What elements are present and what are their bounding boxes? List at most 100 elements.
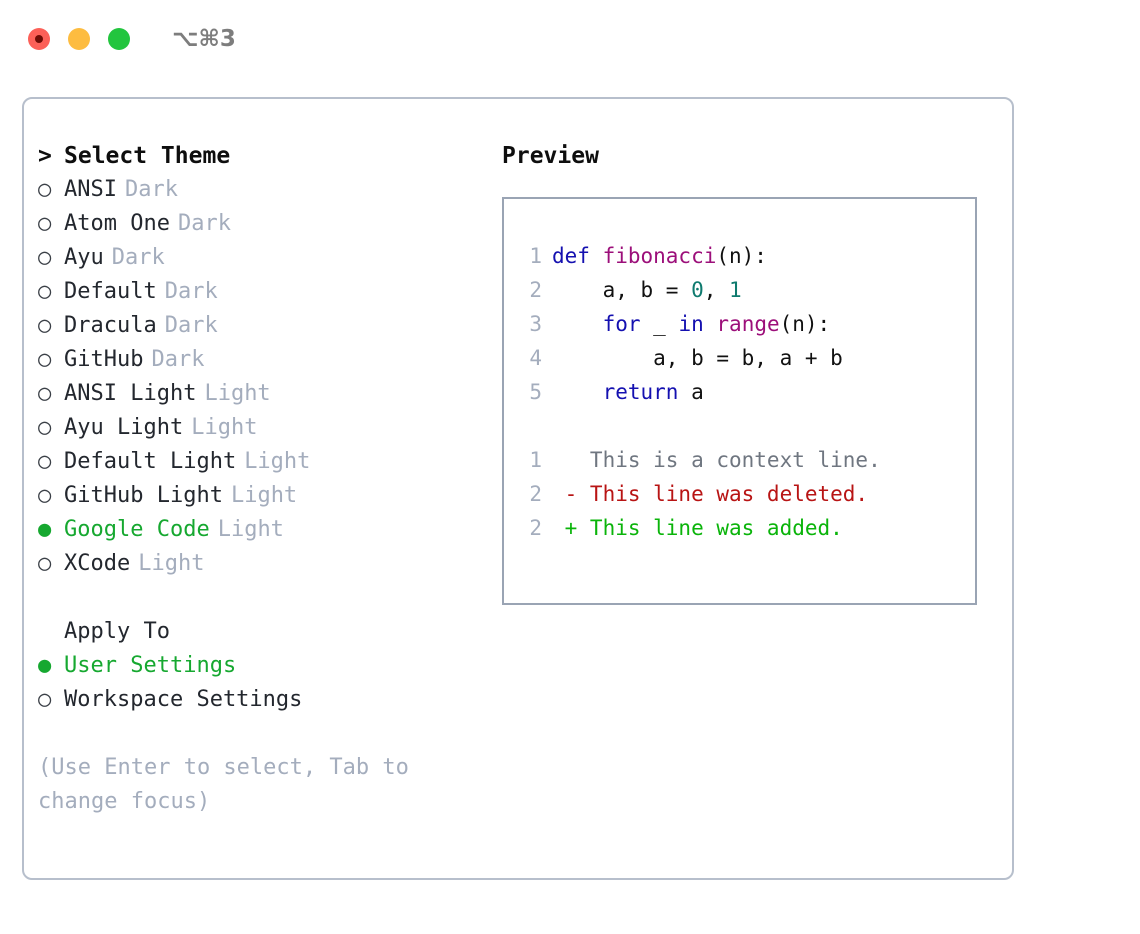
theme-name: ANSI <box>64 177 117 202</box>
code-token: + This line was added. <box>552 516 843 540</box>
theme-mode-badge: Dark <box>124 177 178 202</box>
code-token: in <box>678 312 704 336</box>
theme-list-item[interactable]: ○ Dracula Dark <box>38 309 488 343</box>
theme-list-item[interactable]: ○ Default Light Light <box>38 445 488 479</box>
line-number: 1 <box>529 244 542 268</box>
apply-to-options: ● User Settings ○ Workspace Settings <box>38 649 488 717</box>
code-token: (n): <box>779 312 831 336</box>
line-number: 2 <box>529 516 542 540</box>
code-line: 4 a, b = b, a + b <box>516 341 975 375</box>
line-number: 1 <box>529 448 542 472</box>
theme-mode-badge: Dark <box>164 279 218 304</box>
theme-name: GitHub Light <box>64 483 223 508</box>
theme-name: Atom One <box>64 211 170 236</box>
radio-unselected-icon[interactable]: ○ <box>38 687 52 712</box>
apply-to-option-label: User Settings <box>64 653 237 678</box>
radio-unselected-icon[interactable]: ○ <box>38 177 52 202</box>
code-token: - This line was deleted. <box>552 482 869 506</box>
minimize-window-button[interactable] <box>68 28 90 50</box>
radio-selected-icon[interactable]: ● <box>38 517 52 542</box>
code-token: return <box>602 380 679 404</box>
code-token: (n): <box>716 244 767 268</box>
theme-list-item[interactable]: ○ ANSI Dark <box>38 173 488 207</box>
radio-unselected-icon[interactable]: ○ <box>38 211 52 236</box>
line-number: 2 <box>529 482 542 506</box>
code-token <box>552 380 603 404</box>
theme-list-item[interactable]: ○ Ayu Light Light <box>38 411 488 445</box>
radio-unselected-icon[interactable]: ○ <box>38 483 52 508</box>
theme-list-item[interactable]: ● Google Code Light <box>38 513 488 547</box>
hint-spacer <box>38 717 488 751</box>
line-number: 5 <box>529 380 542 404</box>
theme-name: Google Code <box>64 517 210 542</box>
code-token: This is a context line. <box>552 448 881 472</box>
theme-mode-badge: Light <box>244 449 311 474</box>
code-token: range <box>716 312 780 336</box>
apply-to-option[interactable]: ○ Workspace Settings <box>38 683 488 717</box>
maximize-window-button[interactable] <box>108 28 130 50</box>
code-token: _ <box>640 312 679 336</box>
line-number: 2 <box>529 278 542 302</box>
theme-mode-badge: Light <box>191 415 258 440</box>
select-theme-header: >Select Theme <box>38 139 488 173</box>
code-line: 2 - This line was deleted. <box>516 477 975 511</box>
theme-name: ANSI Light <box>64 381 197 406</box>
radio-unselected-icon[interactable]: ○ <box>38 347 52 372</box>
code-token: def <box>552 244 603 268</box>
radio-unselected-icon[interactable]: ○ <box>38 449 52 474</box>
code-token: a, b = b, a + b <box>552 346 843 370</box>
code-token: a, b = <box>552 278 692 302</box>
code-line: 2 a, b = 0, 1 <box>516 273 975 307</box>
theme-mode-badge: Dark <box>111 245 165 270</box>
theme-list-item[interactable]: ○ Atom One Dark <box>38 207 488 241</box>
theme-name: Dracula <box>64 313 157 338</box>
code-token: 0 <box>691 278 704 302</box>
radio-unselected-icon[interactable]: ○ <box>38 279 52 304</box>
keyboard-hint-text: (Use Enter to select, Tab to change focu… <box>38 755 409 814</box>
theme-name: XCode <box>64 551 131 576</box>
code-token: a <box>678 380 704 404</box>
theme-mode-badge: Dark <box>164 313 218 338</box>
radio-unselected-icon[interactable]: ○ <box>38 245 52 270</box>
radio-unselected-icon[interactable]: ○ <box>38 415 52 440</box>
radio-selected-icon[interactable]: ● <box>38 653 52 678</box>
code-token: fibonacci <box>602 244 717 268</box>
code-token: , <box>703 278 730 302</box>
theme-name: Default Light <box>64 449 237 474</box>
theme-name: Default <box>64 279 157 304</box>
theme-mode-badge: Dark <box>177 211 231 236</box>
apply-to-option[interactable]: ● User Settings <box>38 649 488 683</box>
title-bar: ⌥⌘3 <box>0 0 1140 78</box>
radio-unselected-icon[interactable]: ○ <box>38 551 52 576</box>
theme-mode-badge: Light <box>217 517 284 542</box>
theme-mode-badge: Dark <box>151 347 205 372</box>
theme-list-item[interactable]: ○ GitHub Dark <box>38 343 488 377</box>
code-token: for <box>602 312 641 336</box>
theme-list-item[interactable]: ○ ANSI Light Light <box>38 377 488 411</box>
code-line: 1 This is a context line. <box>516 443 975 477</box>
radio-unselected-icon[interactable]: ○ <box>38 313 52 338</box>
code-line <box>516 409 975 443</box>
preview-header: Preview <box>502 143 599 169</box>
radio-unselected-icon[interactable]: ○ <box>38 381 52 406</box>
code-line: 3 for _ in range(n): <box>516 307 975 341</box>
window-controls <box>28 28 130 50</box>
theme-mode-badge: Light <box>204 381 271 406</box>
close-window-button[interactable] <box>28 28 50 50</box>
code-token <box>704 312 717 336</box>
caret-icon: > <box>38 143 52 169</box>
code-line: 2 + This line was added. <box>516 511 975 545</box>
theme-list-item[interactable]: ○ Default Dark <box>38 275 488 309</box>
theme-name: Ayu Light <box>64 415 184 440</box>
theme-name: GitHub <box>64 347 144 372</box>
apply-to-option-label: Workspace Settings <box>64 687 303 712</box>
